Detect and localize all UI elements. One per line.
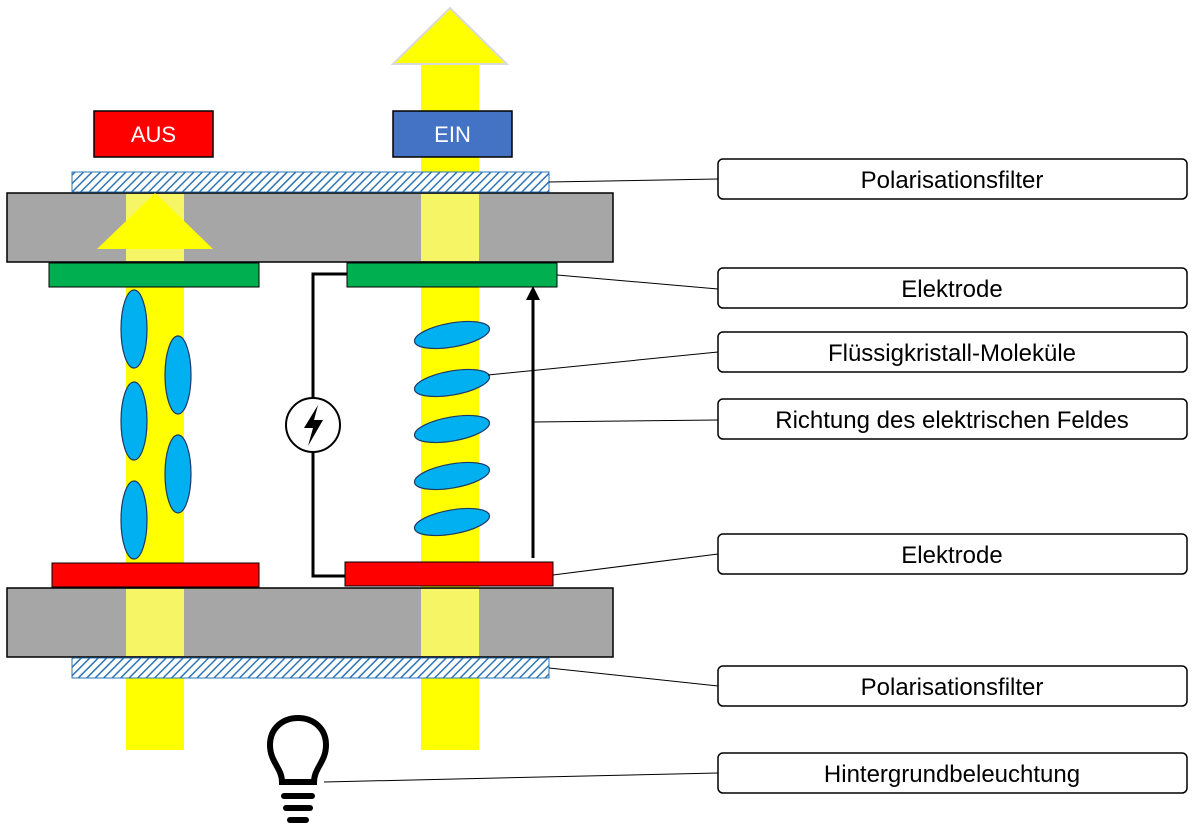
molecule — [413, 461, 491, 491]
callout-label: Polarisationsfilter — [861, 674, 1044, 701]
bottom-glass — [6, 587, 614, 658]
callout-bottom-filter: Polarisationsfilter — [717, 665, 1188, 707]
callout-field-direction: Richtung des elektrischen Feldes — [717, 398, 1188, 440]
lightning-bolt-icon — [304, 405, 323, 446]
molecule — [413, 368, 491, 398]
bottom-electrode-on — [344, 561, 554, 587]
callout-label: Polarisationsfilter — [861, 167, 1044, 194]
callout-label: Flüssigkristall-Moleküle — [828, 340, 1076, 367]
bottom-electrode-off — [51, 562, 260, 588]
on-state-label: EIN — [434, 122, 471, 147]
callout-top-electrode: Elektrode — [717, 267, 1188, 309]
top-electrode-off — [48, 262, 260, 288]
top-electrode-on — [346, 262, 558, 288]
top-polarisation-filter — [71, 171, 550, 193]
light-bulb-icon — [266, 714, 330, 823]
molecules-on — [413, 320, 491, 537]
light-arrow-off-head — [97, 193, 213, 249]
off-state-label: AUS — [131, 122, 176, 147]
molecule — [120, 381, 148, 461]
molecule — [413, 320, 491, 350]
off-state-badge: AUS — [93, 110, 214, 158]
callout-bottom-electrode: Elektrode — [717, 533, 1188, 575]
on-state-badge: EIN — [392, 110, 513, 158]
molecule — [413, 414, 491, 444]
callout-label: Richtung des elektrischen Feldes — [775, 407, 1129, 434]
light-arrow-on-head — [390, 6, 510, 65]
callout-label: Elektrode — [901, 276, 1002, 303]
power-source — [285, 397, 341, 453]
bottom-polarisation-filter — [71, 657, 550, 679]
leader-lines — [323, 178, 719, 783]
callout-top-filter: Polarisationsfilter — [717, 158, 1188, 200]
top-glass — [6, 192, 614, 263]
callout-molecules: Flüssigkristall-Moleküle — [717, 331, 1188, 373]
molecule — [164, 335, 192, 415]
molecule — [413, 507, 491, 537]
electric-field-arrow — [526, 286, 540, 558]
molecule — [120, 480, 148, 560]
molecule — [164, 434, 192, 514]
callout-label: Hintergrundbeleuchtung — [824, 761, 1080, 788]
molecules-off — [120, 289, 192, 560]
molecule — [120, 289, 148, 369]
callout-backlight: Hintergrundbeleuchtung — [717, 752, 1188, 794]
callout-label: Elektrode — [901, 542, 1002, 569]
